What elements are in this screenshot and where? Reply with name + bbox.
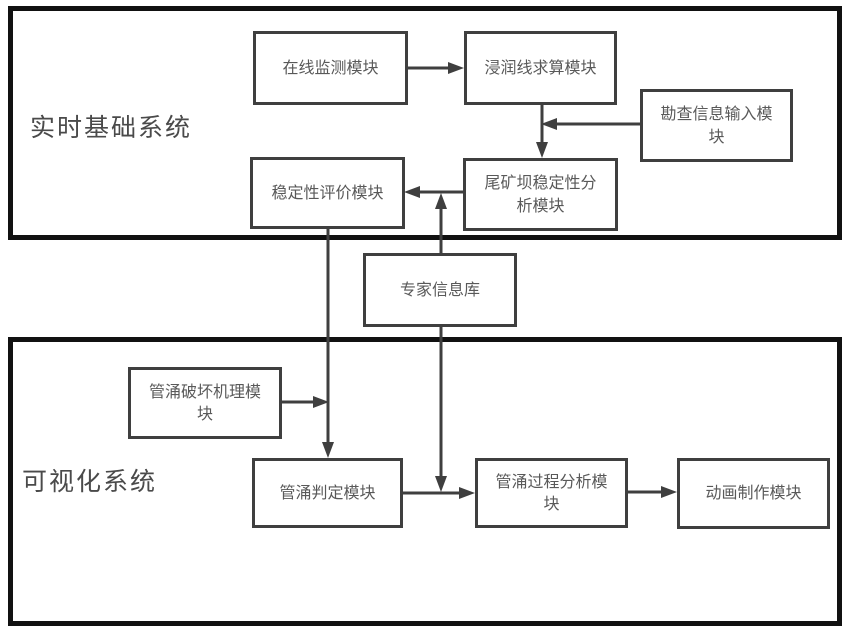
- node-tailings-dam-stability-analysis-module: 尾矿坝稳定性分析模块: [463, 158, 618, 231]
- node-piping-process-analysis-module: 管涌过程分析模块: [475, 458, 628, 528]
- arrow-piping-mechanism-to-junction: [282, 396, 329, 408]
- arrow-dam-stability-to-stability-eval: [404, 186, 463, 198]
- node-label: 尾矿坝稳定性分析模块: [484, 173, 597, 215]
- node-label: 动画制作模块: [705, 483, 802, 503]
- realtime-system-label: 实时基础系统: [30, 113, 193, 142]
- node-piping-judgment-module: 管涌判定模块: [252, 458, 403, 528]
- node-label: 专家信息库: [399, 279, 480, 299]
- node-label: 在线监测模块: [282, 57, 379, 77]
- arrow-online-monitoring-to-seepage-line: [408, 62, 464, 74]
- arrow-seepage-line-to-dam-stability: [536, 105, 548, 158]
- node-label: 勘查信息输入模块: [660, 104, 773, 146]
- arrow-survey-input-to-junction: [541, 118, 640, 130]
- node-label: 稳定性评价模块: [271, 182, 384, 202]
- node-animation-production-module: 动画制作模块: [677, 458, 830, 529]
- arrow-piping-judgment-to-piping-process: [403, 487, 475, 499]
- node-expert-information-database: 专家信息库: [363, 253, 517, 327]
- realtime-system-container: [8, 6, 842, 240]
- arrow-stability-eval-to-piping-judgment: [322, 229, 334, 458]
- node-stability-evaluation-module: 稳定性评价模块: [250, 157, 405, 229]
- node-label: 管涌过程分析模块: [495, 471, 608, 513]
- visualization-system-label: 可视化系统: [22, 467, 158, 496]
- arrow-piping-process-to-animation: [628, 486, 677, 498]
- node-survey-information-input-module: 勘查信息输入模块: [640, 89, 793, 162]
- arrow-expert-db-to-dam-stability: [435, 193, 447, 253]
- node-label: 浸润线求算模块: [484, 57, 597, 77]
- node-label: 管涌破坏机理模块: [148, 381, 261, 423]
- arrow-expert-db-to-piping-process: [435, 327, 447, 492]
- visualization-system-container: [8, 337, 842, 626]
- node-piping-failure-mechanism-module: 管涌破坏机理模块: [128, 367, 282, 439]
- node-online-monitoring-module: 在线监测模块: [253, 31, 408, 105]
- node-seepage-line-calculation-module: 浸润线求算模块: [464, 31, 617, 105]
- node-label: 管涌判定模块: [279, 482, 376, 502]
